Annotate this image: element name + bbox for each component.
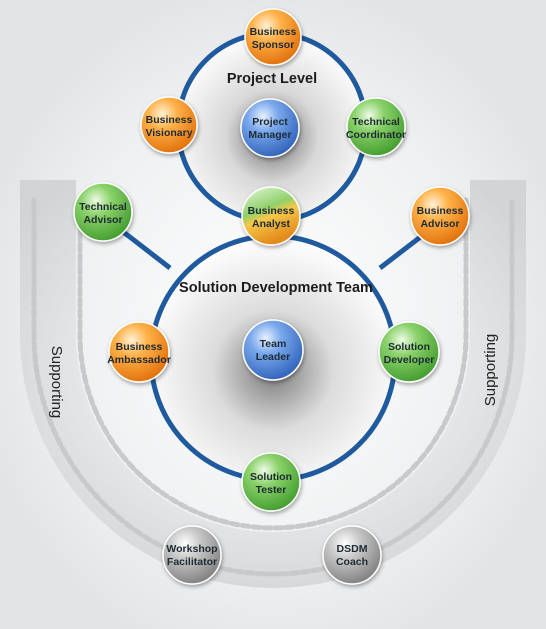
business-sponsor-node: Business Sponsor [244, 8, 302, 66]
project-level-title: Project Level [227, 71, 317, 87]
business-ambassador-label-line2: Ambassador [107, 354, 171, 366]
team-leader-label-line2: Leader [256, 351, 290, 363]
technical-coordinator-label-line2: Coordinator [346, 129, 406, 141]
business-advisor-label-line1: Business [417, 205, 464, 217]
solution-tester-label-line2: Tester [256, 484, 287, 496]
business-analyst-label-line2: Analyst [252, 218, 290, 230]
business-sponsor-label-line2: Sponsor [252, 39, 295, 51]
supporting-label-right: Supporting [482, 334, 499, 407]
business-analyst-label-line1: Business [248, 205, 295, 217]
team-leader-label-line1: Team [260, 338, 287, 350]
dsdm-coach-label-line2: Coach [336, 556, 368, 568]
solution-tester-node: Solution Tester [241, 452, 301, 512]
technical-coordinator-node: Technical Coordinator [346, 97, 406, 157]
business-sponsor-label-line1: Business [250, 26, 297, 38]
business-ambassador-label-line1: Business [116, 341, 163, 353]
business-advisor-label-line2: Advisor [420, 218, 459, 230]
solution-developer-node: Solution Developer [378, 321, 440, 383]
business-visionary-node: Business Visionary [140, 96, 198, 154]
business-visionary-label-line2: Visionary [145, 127, 192, 139]
business-analyst-node: Business Analyst [241, 186, 301, 246]
supporting-arc [20, 180, 526, 588]
technical-advisor-label-line2: Advisor [83, 214, 122, 226]
dsdm-coach-label-line1: DSDM [337, 543, 368, 555]
business-advisor-node: Business Advisor [410, 186, 470, 246]
workshop-facilitator-label-line1: Workshop [166, 543, 217, 555]
business-ambassador-node: Business Ambassador [107, 321, 171, 383]
solution-tester-label-line1: Solution [250, 471, 292, 483]
dsdm-coach-node: DSDM Coach [322, 525, 382, 585]
solution-developer-label-line1: Solution [388, 341, 430, 353]
business-visionary-label-line1: Business [146, 114, 193, 126]
solution-development-team-title: Solution Development Team [179, 280, 373, 296]
project-manager-node: Project Manager [240, 98, 300, 158]
workshop-facilitator-node: Workshop Facilitator [162, 525, 222, 585]
workshop-facilitator-label-line2: Facilitator [167, 556, 217, 568]
team-leader-node: Team Leader [242, 319, 304, 381]
supporting-label-left: Supporting [48, 346, 65, 419]
solution-developer-label-line2: Developer [384, 354, 435, 366]
technical-advisor-label-line1: Technical [79, 201, 127, 213]
technical-coordinator-label-line1: Technical [352, 116, 400, 128]
project-manager-label-line2: Manager [248, 129, 291, 141]
technical-advisor-node: Technical Advisor [73, 182, 133, 242]
project-manager-label-line1: Project [252, 116, 288, 128]
